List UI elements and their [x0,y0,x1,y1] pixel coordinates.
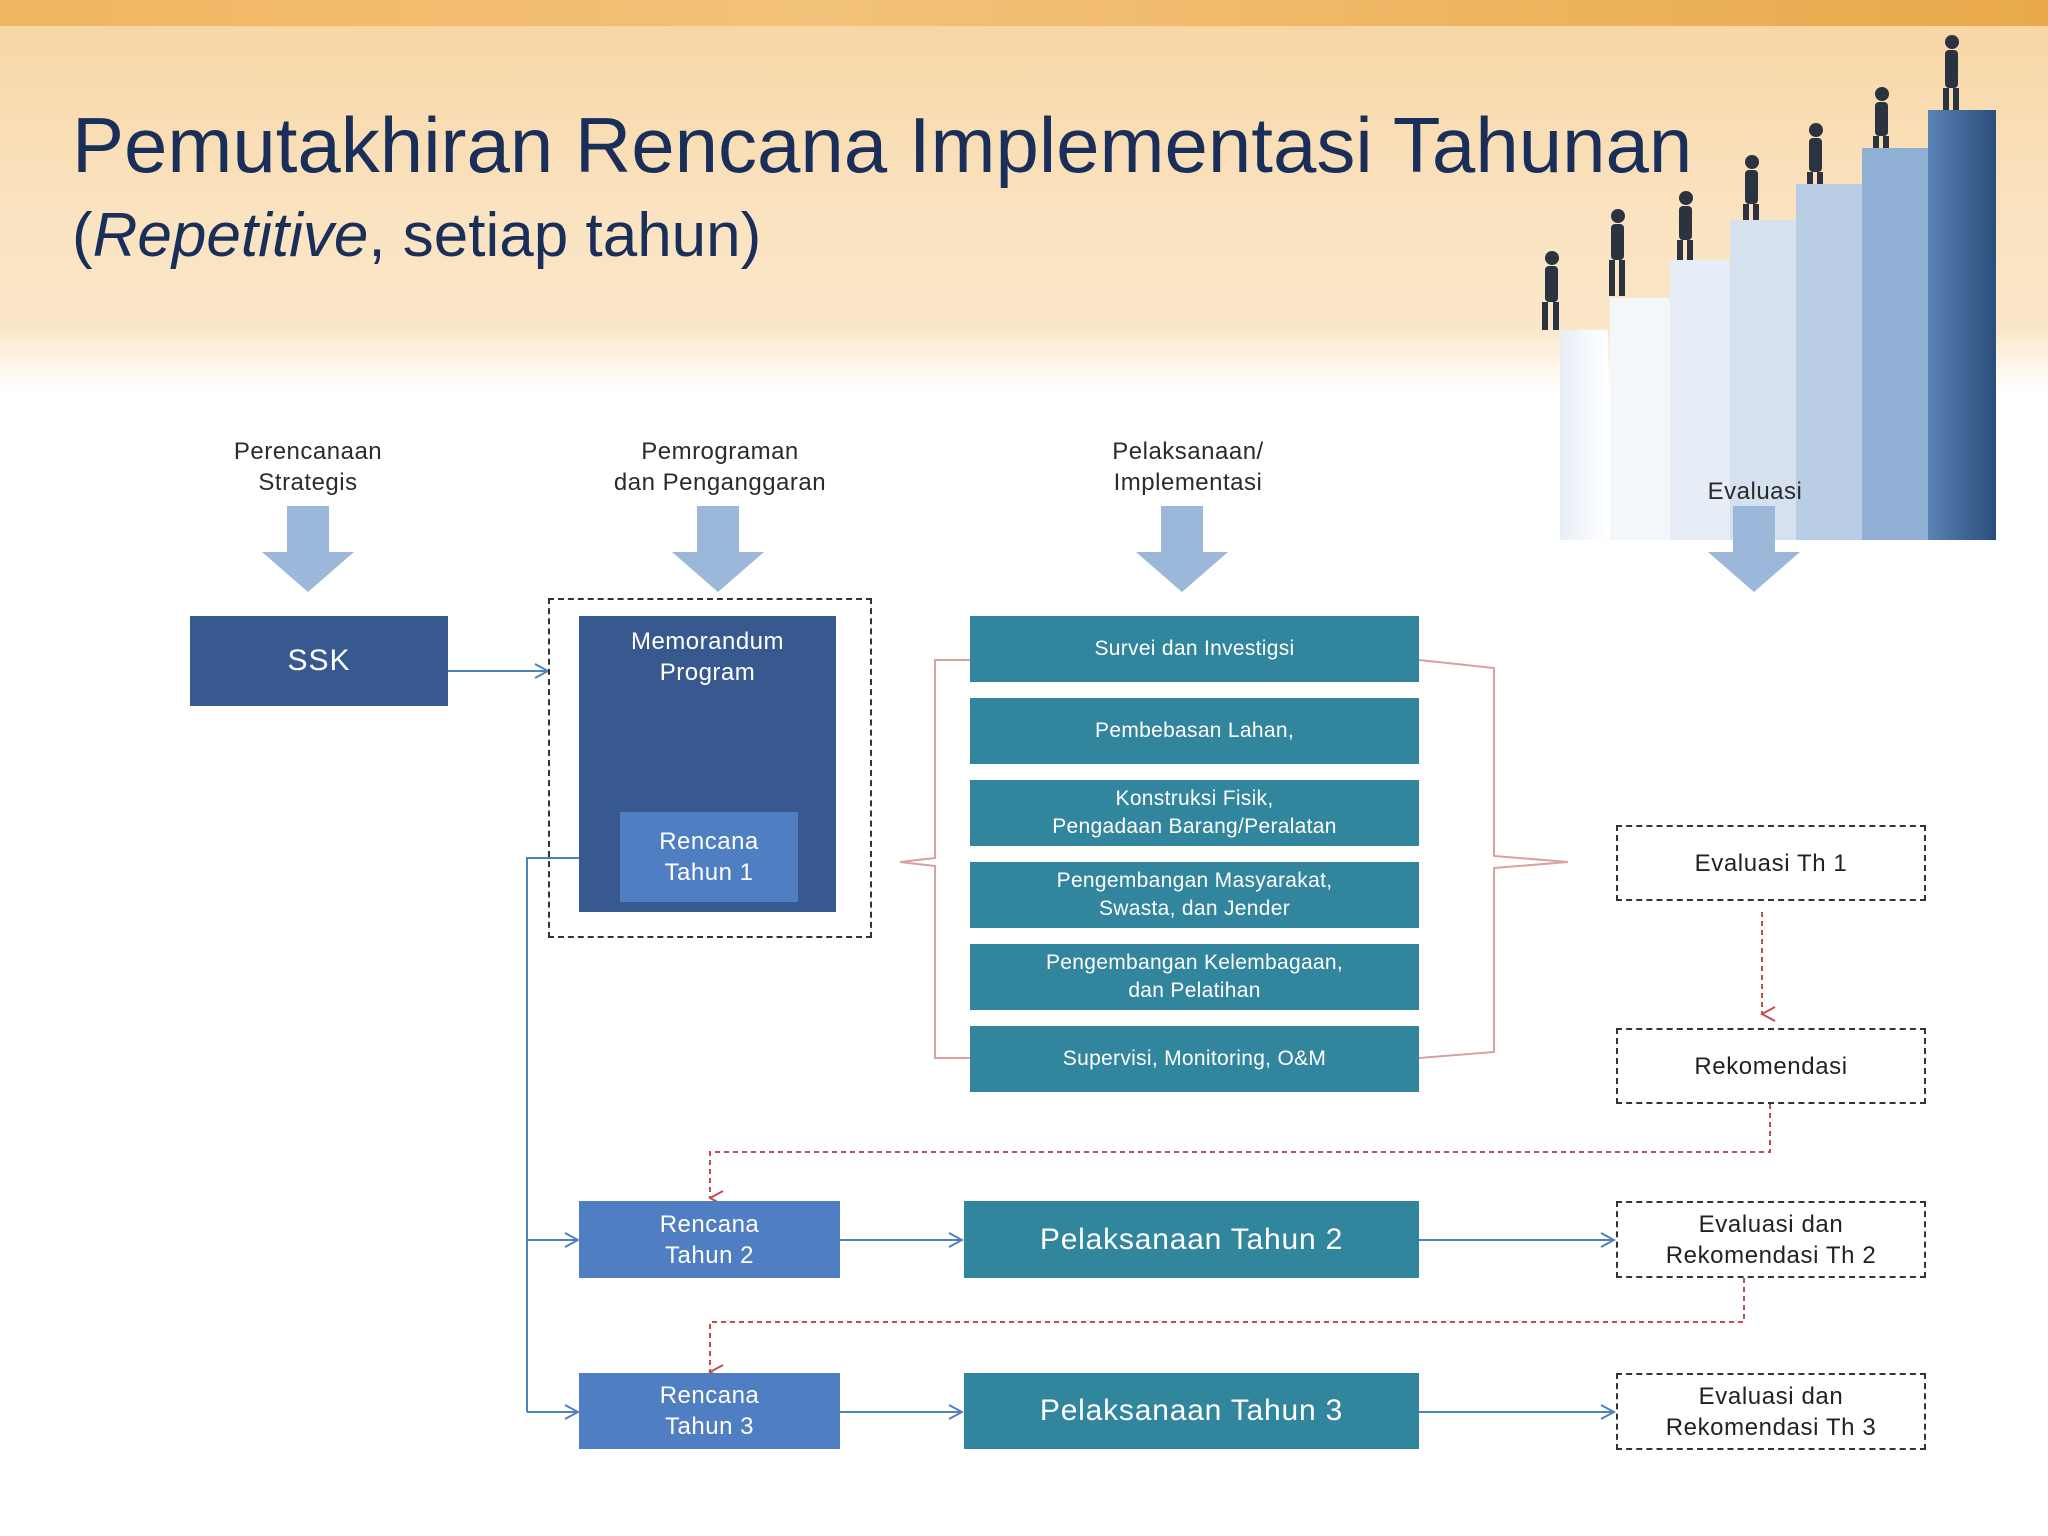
column-header-pelaksanaan: Pelaksanaan/ Implementasi [1112,438,1264,496]
subtitle-open-paren: ( [72,201,93,270]
rekomendasi-box: Rekomendasi [1616,1028,1926,1104]
column-header-pemrograman: Pemrograman dan Penganggaran [613,438,827,496]
pelaksanaan-tahun-3-label: Pelaksanaan Tahun 3 [1039,1394,1344,1427]
memorandum-container [548,598,872,938]
down-arrow-perencanaan-icon [262,506,354,592]
rekomendasi-label: Rekomendasi [1694,1052,1848,1080]
evaluasi-th3-label: Evaluasi dan Rekomendasi Th 3 [1665,1382,1877,1441]
rencana-tahun-2-box: Rencana Tahun 2 [579,1201,840,1278]
activity-box: Survei dan Investigsi [970,616,1419,682]
activity-box: Pengembangan Kelembagaan, dan Pelatihan [970,944,1419,1010]
pelaksanaan-tahun-2-box: Pelaksanaan Tahun 2 [964,1201,1419,1278]
header-background [0,0,2048,360]
header-stripe [0,0,2048,26]
evaluasi-2-to-rencana-3-line [710,1278,1745,1372]
down-arrow-pelaksanaan-icon [1136,506,1228,592]
activity-box: Pengembangan Masyarakat, Swasta, dan Jen… [970,862,1419,928]
activity-label: Survei dan Investigsi [1094,637,1295,660]
activity-label: Pembebasan Lahan, [1095,719,1294,742]
rencana-tahun-1-box: Rencana Tahun 1 [620,812,798,902]
activity-box: Supervisi, Monitoring, O&M [970,1026,1419,1092]
evaluasi-th1-box: Evaluasi Th 1 [1616,825,1926,901]
right-brace [1418,659,1569,1059]
figure-group [1542,35,1959,330]
rencana-tahun-3-box: Rencana Tahun 3 [579,1373,840,1449]
rencana-tahun-1-label: Rencana Tahun 1 [659,828,759,886]
rencana-feed-line [526,857,620,1412]
subtitle-rest: , setiap tahun) [368,201,762,270]
column-header-perencanaan: Perencanaan Strategis [233,438,383,496]
column-header-evaluasi: Evaluasi [1707,478,1803,505]
pelaksanaan-tahun-2-label: Pelaksanaan Tahun 2 [1039,1222,1344,1256]
evaluasi-th1-label: Evaluasi Th 1 [1694,849,1848,877]
rekomendasi-to-rencana-2-line [710,1104,1771,1198]
evaluasi-th2-box: Evaluasi dan Rekomendasi Th 2 [1616,1201,1926,1278]
rencana-tahun-2-label: Rencana Tahun 2 [659,1210,760,1269]
slide-subtitle: (Repetitive, setiap tahun) [72,200,761,271]
activity-box: Pembebasan Lahan, [970,698,1419,764]
activity-label: Pengembangan Kelembagaan, dan Pelatihan [1045,951,1344,1002]
subtitle-italic: Repetitive [92,201,369,270]
down-arrow-evaluasi-icon [1708,506,1800,592]
memorandum-label: Memorandum Program [630,628,785,686]
ssk-label: SSK [287,644,351,677]
activity-box: Konstruksi Fisik, Pengadaan Barang/Peral… [970,780,1419,846]
activity-label: Konstruksi Fisik, Pengadaan Barang/Peral… [1052,787,1337,838]
left-brace [899,659,970,1059]
down-arrow-pemrograman-icon [672,506,764,592]
evaluasi-th3-box: Evaluasi dan Rekomendasi Th 3 [1616,1373,1926,1450]
evaluasi-th2-label: Evaluasi dan Rekomendasi Th 2 [1665,1210,1877,1269]
staircase-illustration [1542,35,1996,540]
activity-label: Pengembangan Masyarakat, Swasta, dan Jen… [1056,869,1333,920]
activity-label: Supervisi, Monitoring, O&M [1062,1047,1327,1070]
ssk-box: SSK [190,616,448,706]
slide-title: Pemutakhiran Rencana Implementasi Tahuna… [72,101,1693,189]
pelaksanaan-tahun-3-box: Pelaksanaan Tahun 3 [964,1373,1419,1449]
rencana-tahun-3-label: Rencana Tahun 3 [659,1382,760,1440]
